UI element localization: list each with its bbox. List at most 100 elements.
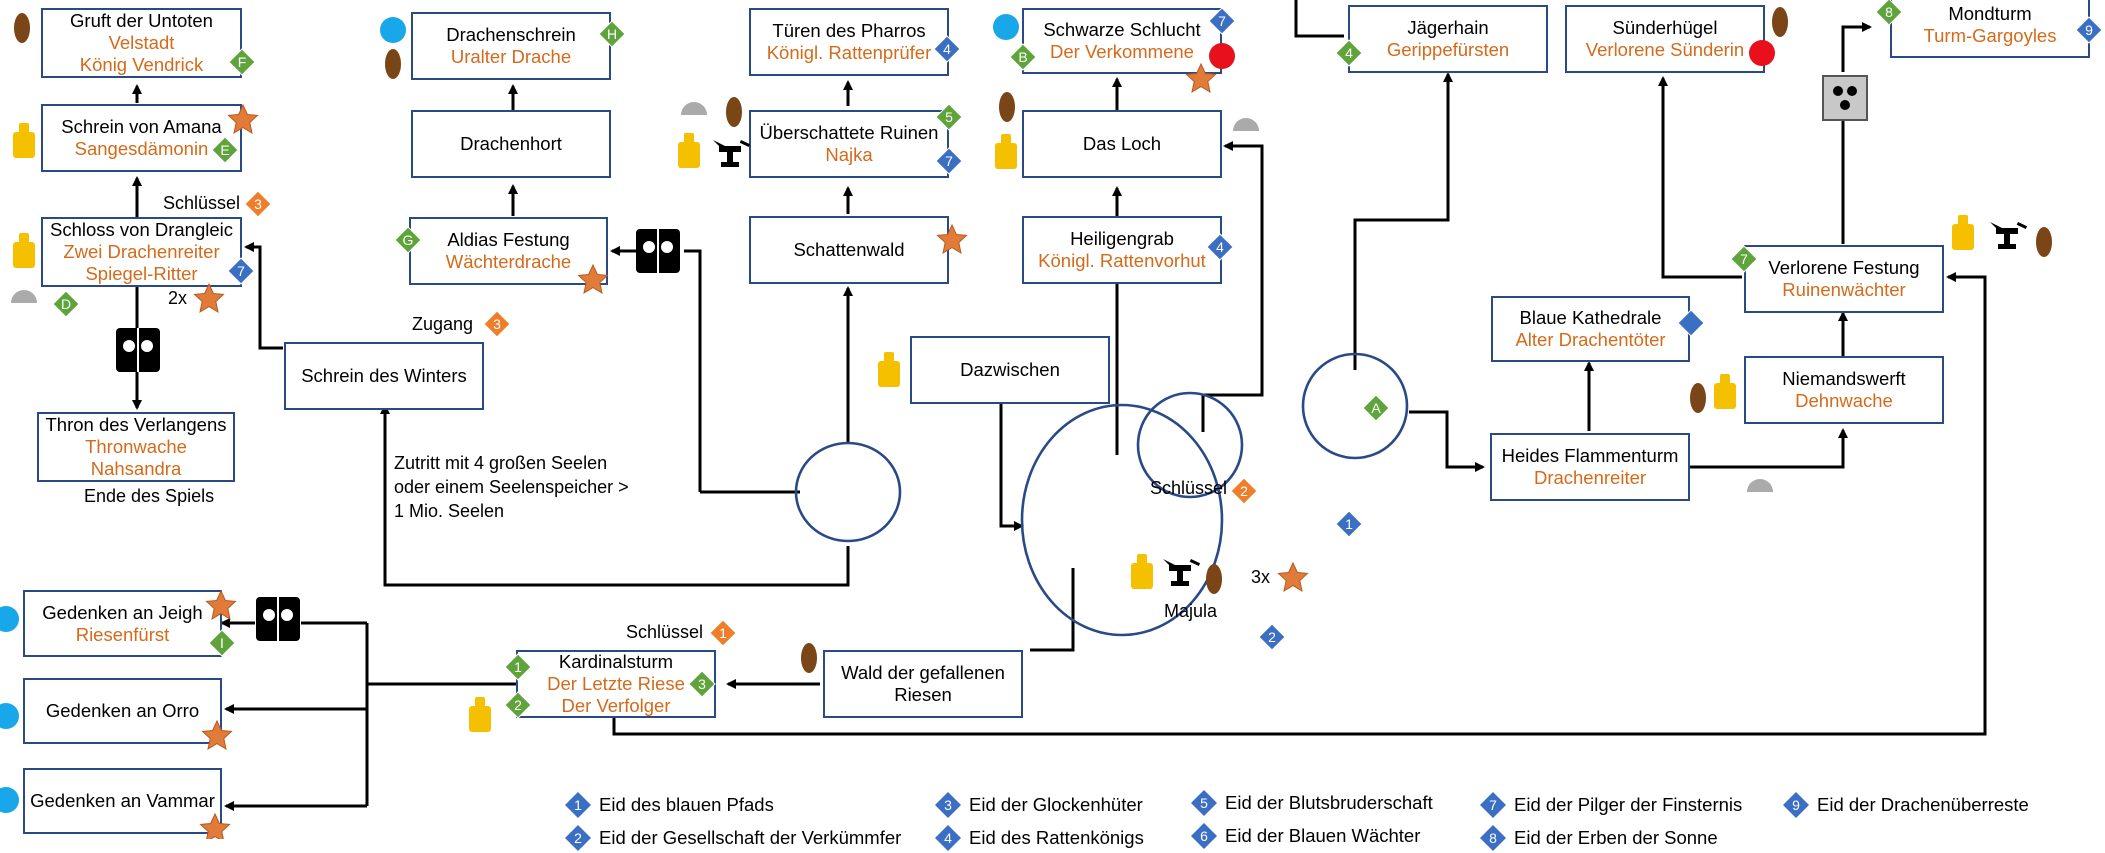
- badge-diamond-icon: 2: [1230, 477, 1258, 505]
- node-dazwischen[interactable]: Dazwischen: [910, 336, 1110, 404]
- edge-majula-loch: [1201, 141, 1264, 432]
- node-pharros[interactable]: Türen des Pharros Königl. Rattenprüfer: [749, 8, 949, 76]
- blue-diamond-icon: 5: [1191, 790, 1217, 816]
- node-jeigh[interactable]: Gedenken an Jeigh Riesenfürst: [23, 590, 222, 657]
- node-mondturm[interactable]: Mondturm Turm-Gargoyles: [1890, 0, 2090, 58]
- node-flammenturm[interactable]: Heides Flammenturm Drachenreiter: [1490, 433, 1690, 501]
- badge-diamond-icon: F: [228, 48, 256, 76]
- label-ende: Ende des Spiels: [84, 486, 215, 506]
- legend-item: 7 Eid der Pilger der Finsternis: [1478, 790, 1742, 820]
- blue-diamond-icon: 8: [1480, 825, 1506, 851]
- badge-label: 4: [943, 41, 951, 57]
- legend-item: 9 Eid der Drachenüberreste: [1781, 790, 2029, 820]
- badge-diamond-icon: 1: [1335, 510, 1363, 538]
- badge-label: I: [220, 635, 224, 651]
- badge-label: [1677, 309, 1705, 337]
- badge-diamond-icon: A: [1362, 394, 1390, 422]
- label-schluessel-kardinal: Schlüssel: [626, 622, 704, 642]
- badge-label: 7: [1218, 13, 1226, 29]
- badge-label: 5: [945, 109, 953, 125]
- label-count-2x: 2x: [168, 288, 188, 308]
- legend-item: 2 Eid der Gesellschaft der Verkümmfer: [563, 823, 901, 853]
- badge-label: 2: [514, 697, 522, 713]
- badge-diamond-icon: 3: [688, 670, 716, 698]
- legend-item: 8 Eid der Erben der Sonne: [1478, 823, 1718, 853]
- node-festung[interactable]: Verlorene Festung Ruinenwächter: [1744, 245, 1944, 313]
- badge-label: D: [60, 296, 72, 312]
- badge-label: 8: [1885, 4, 1893, 20]
- badge-diamond-icon: 7: [1730, 245, 1758, 273]
- node-gruft[interactable]: Gruft der Untoten Velstadt König Vendric…: [41, 8, 242, 78]
- svg-text:7: 7: [1489, 797, 1497, 813]
- node-kardinal[interactable]: Kardinalsturm Der Letzte Riese Der Verfo…: [516, 650, 716, 718]
- badge-diamond-icon: 7: [227, 257, 255, 285]
- badge-diamond-icon: 1: [504, 653, 532, 681]
- badge-label: E: [220, 142, 230, 158]
- badge-label: 1: [719, 625, 727, 641]
- node-schattenwald[interactable]: Schattenwald: [749, 216, 949, 284]
- schluessel-circle: [1136, 391, 1244, 499]
- badge-label: 3: [254, 196, 262, 212]
- edge-festung-mondturm-b: [1841, 22, 1872, 72]
- badge-diamond-icon: 4: [933, 35, 961, 63]
- svg-text:9: 9: [1792, 797, 1800, 813]
- badge-label: H: [606, 26, 618, 42]
- node-ruinen[interactable]: Überschattete Ruinen Najka: [749, 110, 949, 178]
- edge-majula-wald-a: [1030, 568, 1075, 652]
- node-drachenhort[interactable]: Drachenhort: [411, 110, 611, 178]
- label-majula: Majula: [1164, 601, 1218, 621]
- legend-item: 4 Eid des Rattenkönigs: [933, 823, 1144, 853]
- badge-diamond-icon: 4: [1335, 39, 1363, 67]
- legend-item: 1 Eid des blauen Pfads: [563, 790, 774, 820]
- blue-diamond-icon: 3: [935, 792, 961, 818]
- svg-text:4: 4: [944, 830, 952, 846]
- node-drachenschrein[interactable]: Drachenschrein Uralter Drache: [411, 12, 611, 80]
- node-thron[interactable]: Thron des Verlangens Thronwache Nahsandr…: [37, 412, 235, 482]
- blue-diamond-icon: 7: [1480, 792, 1506, 818]
- badge-diamond-icon: 7: [935, 147, 963, 175]
- node-heiligengrab[interactable]: Heiligengrab Königl. Rattenvorhut: [1022, 216, 1222, 284]
- badge-diamond-icon: 2: [504, 691, 532, 719]
- node-amana[interactable]: Schrein von Amana Sangesdämonin: [41, 104, 242, 172]
- badge-label: 4: [1216, 239, 1224, 255]
- badge-label: B: [1018, 49, 1028, 65]
- node-orro[interactable]: Gedenken an Orro: [23, 678, 222, 744]
- blue-diamond-icon: 9: [1783, 792, 1809, 818]
- badge-diamond-icon: [1677, 309, 1705, 337]
- node-loch[interactable]: Das Loch: [1022, 110, 1222, 178]
- label-zutritt: Zutritt mit 4 großen Seelen oder einem S…: [394, 453, 629, 521]
- badge-diamond-icon: 1: [709, 619, 737, 647]
- badge-diamond-icon: 3: [244, 190, 272, 218]
- node-vammar[interactable]: Gedenken an Vammar: [23, 768, 222, 834]
- node-winter[interactable]: Schrein des Winters: [284, 342, 484, 410]
- edge-top-jaegerhain: [1294, 0, 1344, 38]
- legend-item: 5 Eid der Blutsbruderschaft: [1189, 788, 1433, 818]
- badge-diamond-icon: H: [598, 20, 626, 48]
- badge-diamond-icon: E: [211, 136, 239, 164]
- badge-label: F: [237, 54, 247, 70]
- node-wald[interactable]: Wald der gefallenen Riesen: [823, 650, 1023, 718]
- node-suenderhuegel[interactable]: Sünderhügel Verlorene Sünderin: [1565, 5, 1765, 73]
- edge-festung-suenderhuegel: [1658, 76, 1742, 279]
- legend-item: 3 Eid der Glockenhüter: [933, 790, 1143, 820]
- node-schlucht[interactable]: Schwarze Schlucht Der Verkommene: [1022, 8, 1222, 74]
- badge-label: 7: [237, 263, 245, 279]
- node-niemandswerft[interactable]: Niemandswerft Dehnwache: [1744, 356, 1944, 424]
- node-jaegerhain[interactable]: Jägerhain Gerippefürsten: [1348, 5, 1548, 73]
- badge-label: 4: [1345, 45, 1353, 61]
- edge-kardinal-trunk: [365, 623, 517, 806]
- badge-diamond-icon: B: [1009, 43, 1037, 71]
- badge-label: 1: [1345, 516, 1353, 532]
- blue-diamond-icon: 1: [565, 792, 591, 818]
- majula-circle: [1020, 403, 1224, 637]
- node-aldia[interactable]: Aldias Festung Wächterdrache: [409, 217, 608, 285]
- badge-label: 7: [945, 153, 953, 169]
- edge-circle-winter: [380, 404, 850, 587]
- blue-diamond-icon: 2: [565, 825, 591, 851]
- badge-diamond-icon: 2: [1258, 623, 1286, 651]
- edge-dazwischen-majula: [999, 403, 1024, 531]
- node-kathedrale[interactable]: Blaue Kathedrale Alter Drachentöter: [1491, 296, 1690, 362]
- badge-label: G: [402, 232, 414, 248]
- node-drangleic[interactable]: Schloss von Drangleic Zwei Drachenreiter…: [41, 217, 242, 287]
- badge-label: 1: [514, 659, 522, 675]
